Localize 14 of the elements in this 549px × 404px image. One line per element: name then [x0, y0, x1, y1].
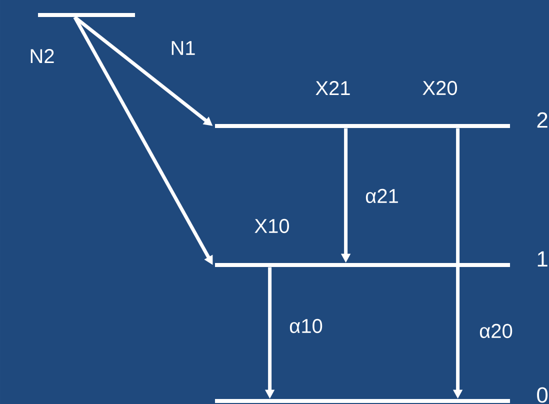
energy-level-bar	[215, 124, 510, 128]
energy-level-bar	[38, 13, 135, 17]
level-number: 2	[537, 112, 548, 128]
level-number: 1	[538, 251, 548, 267]
transition-label: X21	[316, 81, 350, 95]
level-number: 0	[537, 387, 548, 403]
edge-label: N1	[172, 41, 195, 55]
transition-label: X20	[422, 80, 457, 96]
edge-label: α10	[290, 318, 322, 334]
energy-level-bar	[215, 399, 510, 403]
edge-label: N2	[30, 49, 54, 63]
edge-label: α20	[480, 324, 512, 338]
transition-label: X10	[254, 218, 289, 234]
edge-label: α21	[366, 188, 398, 204]
